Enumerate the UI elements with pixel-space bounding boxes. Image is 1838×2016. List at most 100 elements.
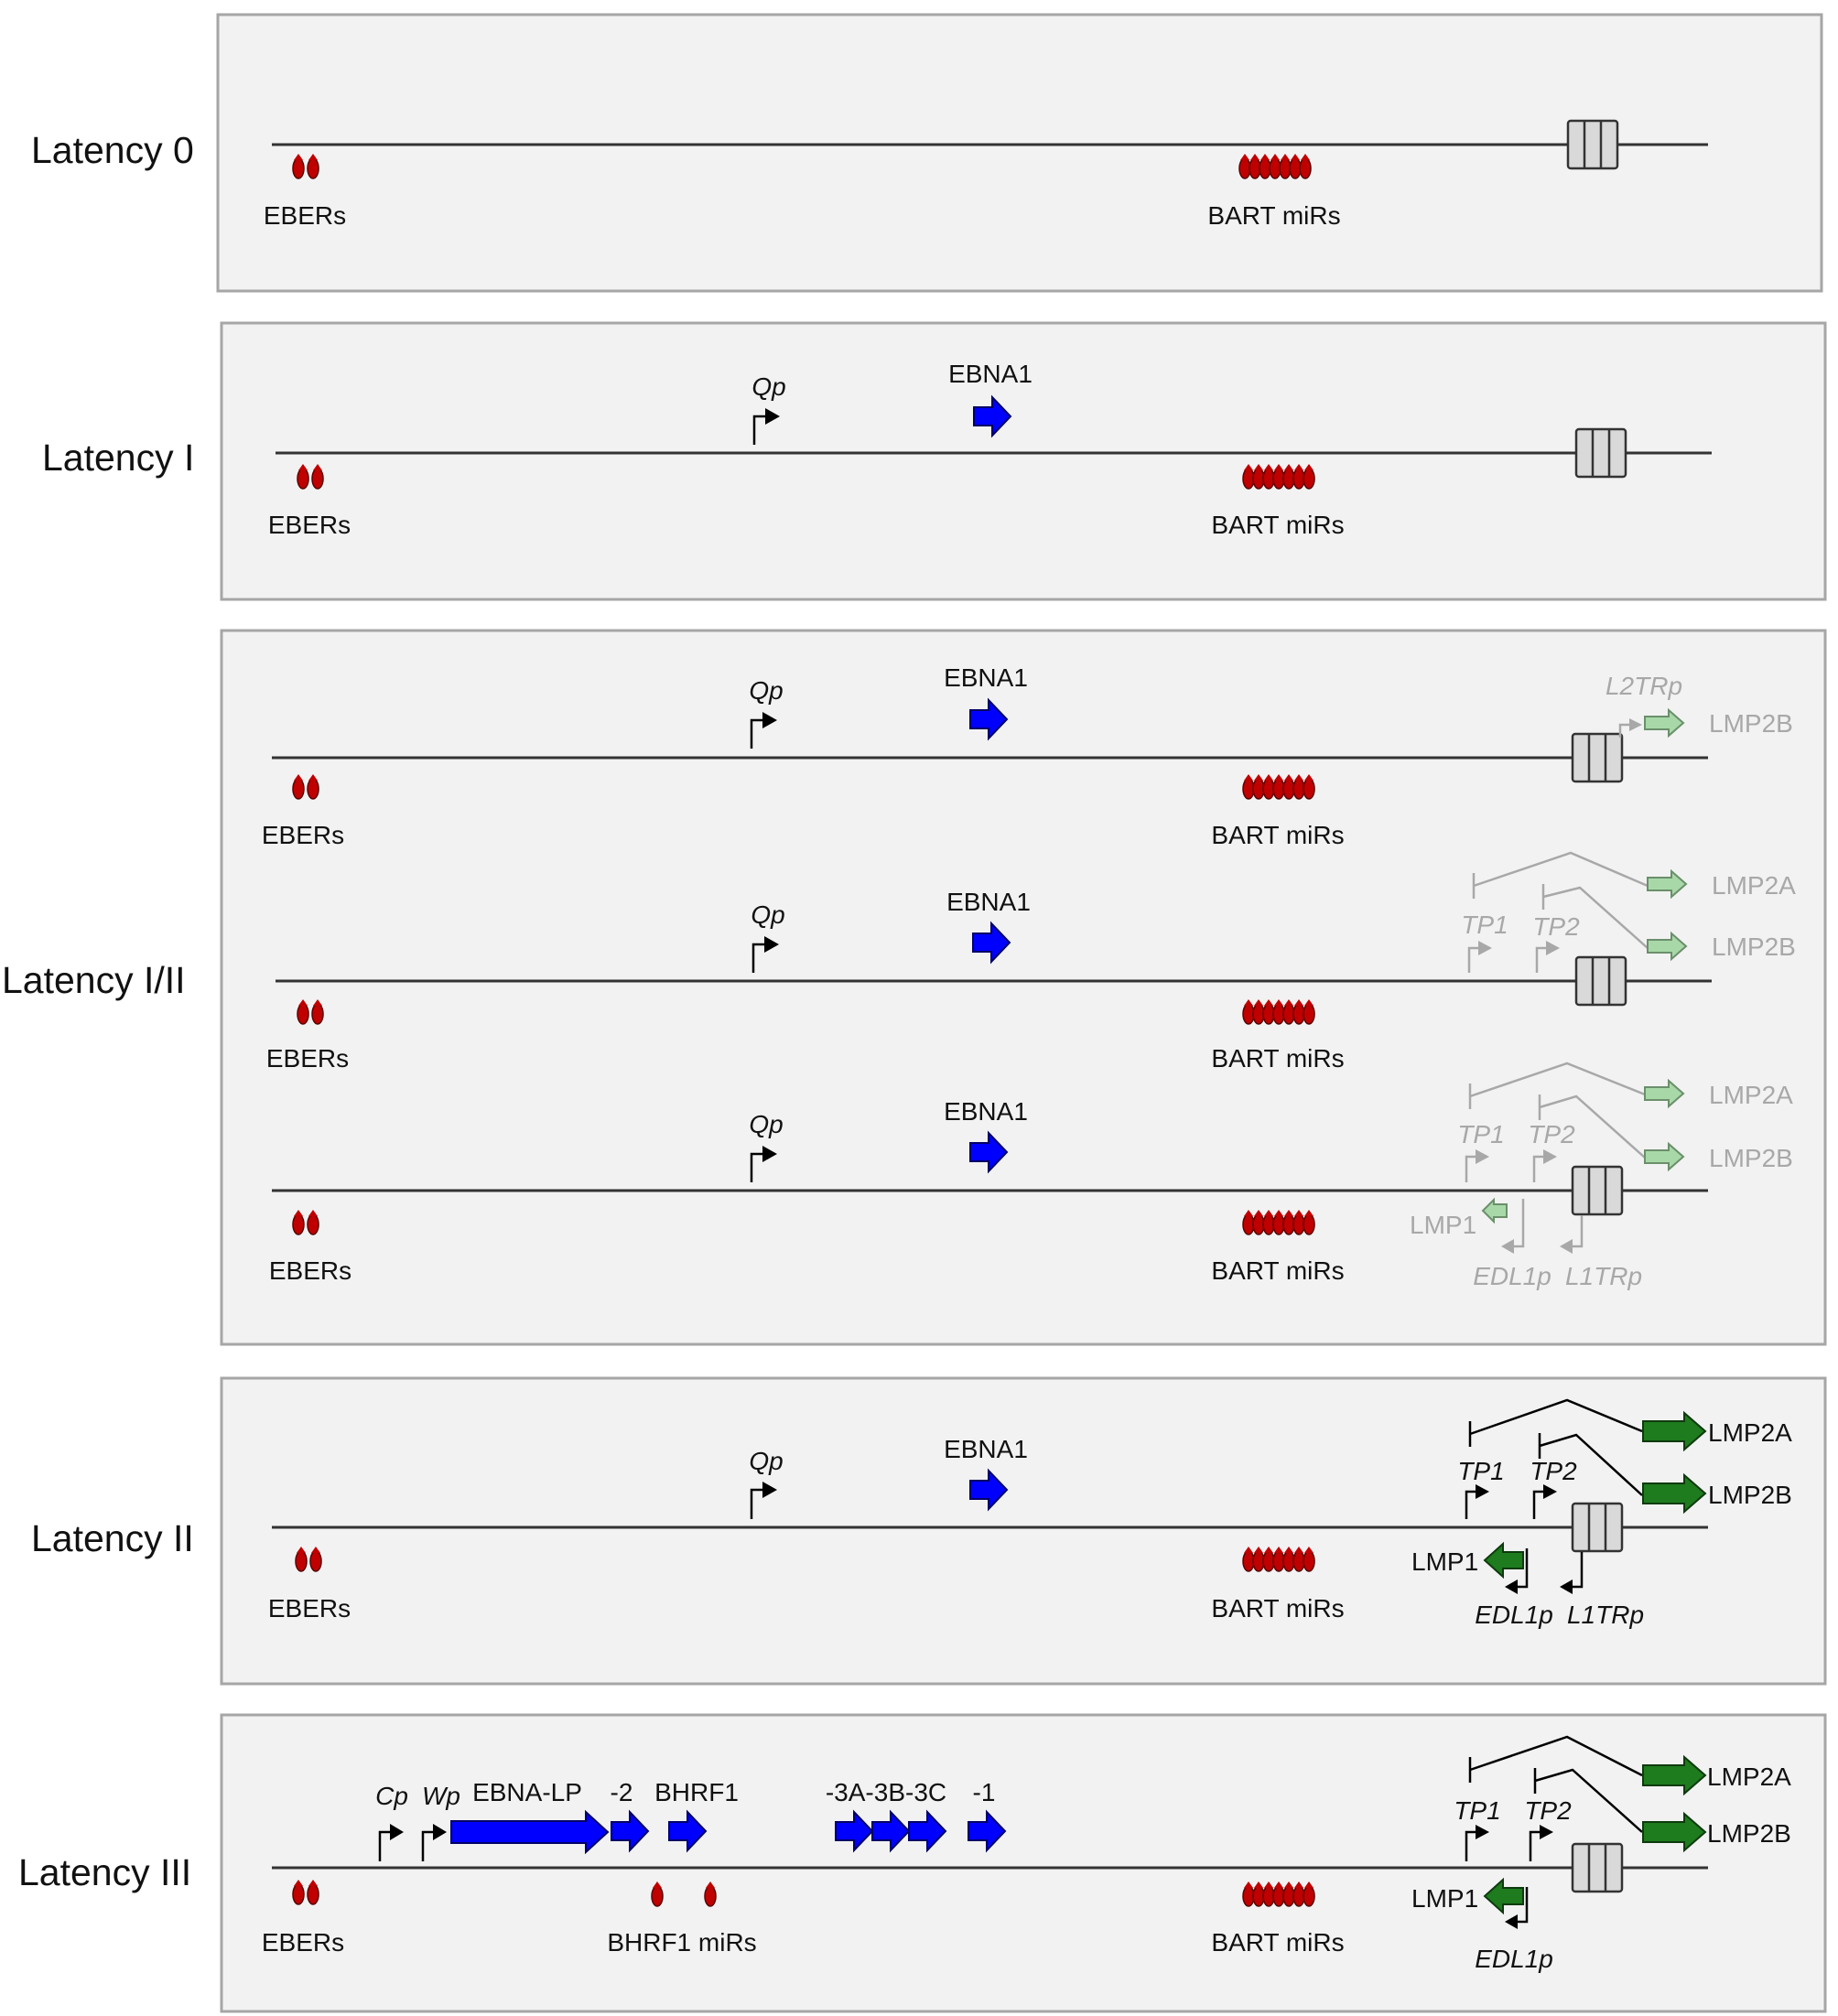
tp2-label: TP2 (1528, 1120, 1575, 1148)
wp-label: Wp (422, 1782, 460, 1810)
eber-label: EBERs (268, 511, 351, 539)
track-latency-ii: EBERs Qp EBNA1 BART miRs TP1 TP2 LMP2A (268, 1398, 1792, 1629)
ebna1-label: -1 (973, 1778, 996, 1806)
tp1-promoter (1465, 1825, 1489, 1861)
l2trp-promoter (1618, 718, 1642, 738)
terminal-repeats (1571, 1502, 1624, 1553)
lmp2b-label: LMP2B (1708, 1481, 1792, 1509)
bart-mirs-label: BART miRs (1211, 1928, 1344, 1957)
ebna-lp-gene (450, 1809, 610, 1855)
panel-latency-iii (220, 1713, 1827, 2013)
eber-label: EBERs (264, 201, 346, 230)
tp1-label: TP1 (1457, 1457, 1504, 1485)
panel-latency-i-ii (220, 629, 1827, 1346)
bhrf1-mirs-label: BHRF1 miRs (607, 1928, 756, 1957)
lmp1-label: LMP1 (1410, 1211, 1476, 1239)
lmp2b-label: LMP2B (1709, 1144, 1793, 1172)
lmp2b-label: LMP2B (1707, 1819, 1791, 1848)
edl1p-label: EDL1p (1475, 1945, 1553, 1973)
edl1p-promoter (1505, 1548, 1529, 1594)
latency-ii-label: Latency II (31, 1517, 194, 1559)
tp2-label: TP2 (1532, 912, 1580, 941)
terminal-repeats (1571, 732, 1624, 783)
l1trp-label: L1TRp (1565, 1262, 1642, 1290)
splice-lines (1468, 1062, 1646, 1159)
l1trp-promoter (1560, 1552, 1584, 1594)
edl1p-label: EDL1p (1473, 1262, 1551, 1290)
l1trp-label: L1TRp (1567, 1601, 1644, 1629)
ebna-lp-label: EBNA-LP (472, 1778, 582, 1806)
track-latency-0: EBERs BART miRs (264, 119, 1708, 230)
ebna1-label: EBNA1 (944, 1097, 1028, 1126)
track-latency-i: EBERs Qp EBNA1 BART miRs (268, 360, 1712, 539)
splice-lines (1472, 851, 1649, 949)
terminal-repeats (1566, 119, 1619, 170)
tp2-promoter (1532, 1149, 1557, 1182)
ebna1-label: EBNA1 (944, 1435, 1028, 1463)
eber-label: EBERs (266, 1044, 349, 1073)
edl1p-label: EDL1p (1475, 1601, 1553, 1629)
terminal-repeats (1574, 955, 1627, 1007)
bart-mirs-label: BART miRs (1207, 201, 1340, 230)
eber-label: EBERs (269, 1256, 351, 1285)
qp-promoter (750, 1146, 777, 1182)
ebna1-label: EBNA1 (946, 888, 1031, 916)
bart-mirs-label: BART miRs (1211, 1256, 1344, 1285)
eber-label: EBERs (268, 1594, 351, 1623)
bart-mirs-label: BART miRs (1211, 1594, 1344, 1623)
qp-label: Qp (749, 1110, 783, 1138)
tp1-promoter (1465, 1149, 1489, 1182)
lmp2b-label: LMP2B (1712, 933, 1796, 961)
edl1p-promoter (1501, 1199, 1525, 1254)
lmp2a-label: LMP2A (1707, 1763, 1791, 1791)
bart-mirs-label: BART miRs (1211, 511, 1344, 539)
ebna1-label: EBNA1 (948, 360, 1033, 388)
eber-label: EBERs (262, 821, 344, 849)
lmp1-label: LMP1 (1411, 1884, 1478, 1913)
lmp2a-label: LMP2A (1712, 871, 1796, 900)
track-latency-i-ii-c: EBERs Qp EBNA1 BART miRs TP1 TP2 LMP2A (269, 1062, 1793, 1290)
tp2-promoter (1535, 941, 1560, 973)
qp-label: Qp (749, 1447, 783, 1475)
tp1-label: TP1 (1454, 1796, 1500, 1825)
lmp2a-label: LMP2A (1709, 1081, 1793, 1109)
terminal-repeats (1574, 427, 1627, 479)
tp2-label: TP2 (1524, 1796, 1572, 1825)
track-latency-i-ii-a: EBERs Qp EBNA1 BART miRs L2TRp LMP2B (262, 663, 1793, 849)
track-latency-i-ii-b: EBERs Qp EBNA1 BART miRs TP1 TP2 LMP2A (266, 851, 1796, 1073)
qp-promoter (752, 408, 780, 445)
wp-promoter (421, 1824, 447, 1861)
lmp2b-label: LMP2B (1709, 709, 1793, 738)
track-latency-iii: EBERs Cp Wp EBNA-LP -2 BHRF1 -3A-3B-3C -… (262, 1735, 1791, 1973)
cp-promoter (378, 1824, 404, 1861)
l2trp-label: L2TRp (1606, 672, 1682, 700)
panel-latency-ii (220, 1376, 1827, 1686)
latency-i-label: Latency I (42, 437, 194, 479)
bhrf1-label: BHRF1 (654, 1778, 739, 1806)
qp-label: Qp (749, 676, 783, 705)
lmp1-label: LMP1 (1411, 1547, 1478, 1576)
qp-promoter (750, 712, 777, 749)
tp1-label: TP1 (1457, 1120, 1504, 1148)
tp2-promoter (1532, 1484, 1557, 1519)
ebna3-label: -3A-3B-3C (826, 1778, 946, 1806)
lmp2a-label: LMP2A (1708, 1418, 1792, 1447)
terminal-repeats (1571, 1165, 1624, 1216)
qp-label: Qp (751, 900, 784, 929)
tp1-promoter (1465, 1484, 1489, 1519)
latency-0-label: Latency 0 (31, 129, 194, 171)
splice-lines (1468, 1735, 1643, 1833)
panel-latency-0 (216, 13, 1823, 293)
qp-promoter (750, 1482, 777, 1519)
l1trp-promoter (1560, 1215, 1584, 1254)
bart-mirs-label: BART miRs (1211, 821, 1344, 849)
tp2-label: TP2 (1530, 1457, 1577, 1485)
panel-latency-i (220, 321, 1827, 601)
tp1-label: TP1 (1461, 911, 1508, 939)
edl1p-promoter (1505, 1887, 1529, 1929)
ebna2-label: -2 (611, 1778, 633, 1806)
ebna1-label: EBNA1 (944, 663, 1028, 692)
splice-lines (1468, 1398, 1643, 1496)
terminal-repeats (1571, 1842, 1624, 1893)
